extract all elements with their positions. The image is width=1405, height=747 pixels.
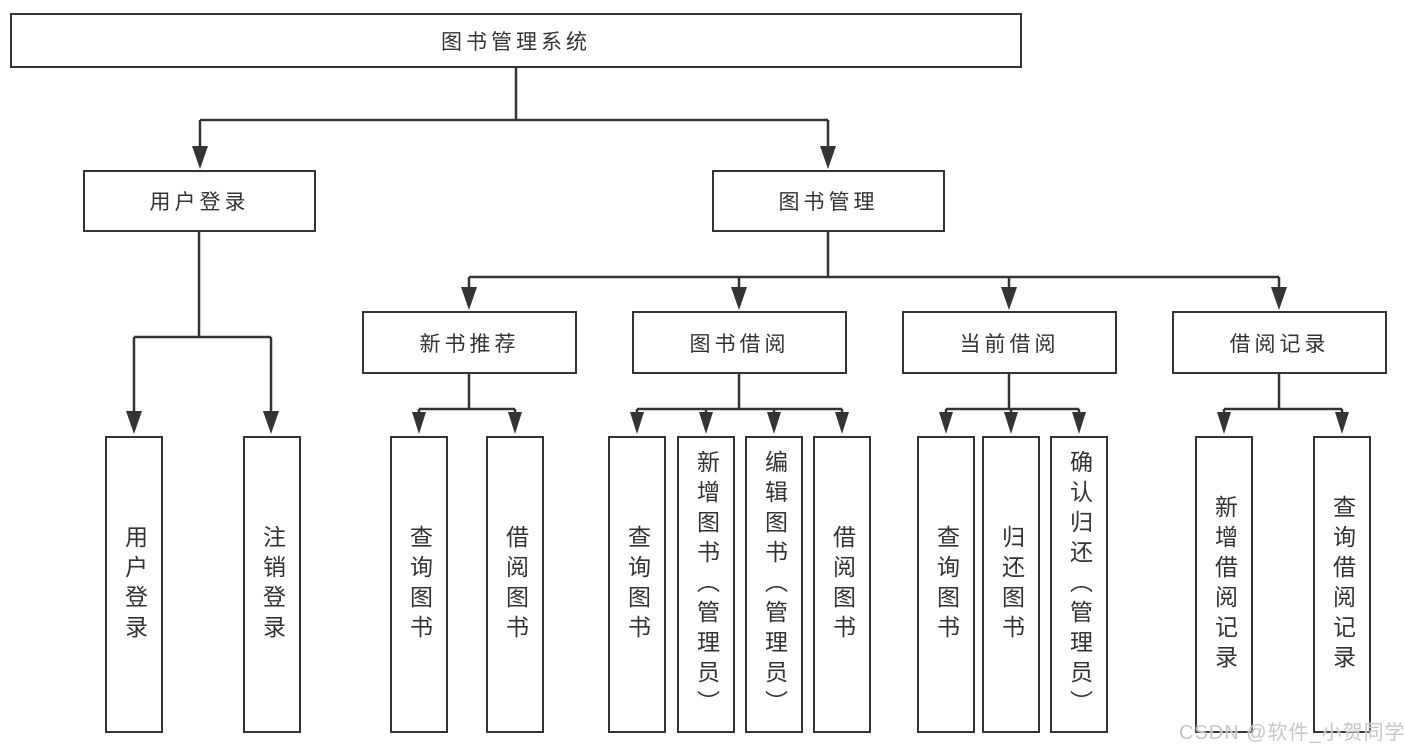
leaf-user-login: 用户登录 (105, 436, 163, 733)
leaf-borrow-books-rec: 借阅图书 (486, 436, 544, 733)
leaf-add-books-admin: 新增图书（管理员） (677, 436, 735, 733)
arrowhead (1335, 412, 1349, 434)
node-current-borrowing: 当前借阅 (902, 311, 1117, 374)
node-book-borrowing: 图书借阅 (632, 311, 847, 374)
node-user-login: 用户登录 (83, 170, 316, 232)
arrowhead (1004, 412, 1018, 434)
node-library-management-system: 图书管理系统 (10, 13, 1022, 68)
arrowhead (1072, 412, 1086, 434)
node-label: 图书管理系统 (441, 30, 591, 54)
arrowhead (192, 146, 208, 169)
arrowhead (731, 287, 747, 310)
node-new-book-recommend: 新书推荐 (362, 311, 577, 374)
arrowhead (508, 412, 522, 434)
node-label: 当前借阅 (959, 332, 1060, 356)
node-borrowing-records: 借阅记录 (1172, 311, 1387, 374)
node-label: 新书推荐 (419, 332, 520, 356)
arrowhead (767, 412, 781, 434)
leaf-return-books: 归还图书 (982, 436, 1040, 733)
leaf-logout: 注销登录 (243, 436, 301, 733)
node-label: 图书借阅 (689, 332, 790, 356)
edge-currentborrow-to-leaves (944, 374, 1081, 414)
node-book-management: 图书管理 (712, 170, 945, 232)
arrowhead (630, 412, 644, 434)
leaf-confirm-return-admin: 确认归还（管理员） (1050, 436, 1108, 733)
arrowhead (699, 412, 713, 434)
arrowhead (835, 412, 849, 434)
edge-newbookrec-to-leaves (417, 374, 517, 414)
leaf-query-books-current: 查询图书 (917, 436, 975, 733)
leaf-query-books-borrow: 查询图书 (608, 436, 666, 733)
leaf-query-borrow-record: 查询借阅记录 (1313, 436, 1371, 733)
node-label: 借阅记录 (1229, 332, 1330, 356)
edge-userlogin-to-leaves (132, 232, 273, 412)
node-label: 图书管理 (778, 191, 879, 214)
arrowhead (1217, 412, 1231, 434)
csdn-watermark: CSDN @软件_小贺同学 (1179, 722, 1405, 744)
edge-borrowrecords-to-leaves (1222, 374, 1344, 414)
arrowheads (126, 146, 1349, 434)
arrowhead (461, 287, 477, 310)
edge-bookmgmt-to-level3 (467, 232, 1281, 288)
leaf-edit-books-admin: 编辑图书（管理员） (745, 436, 803, 733)
arrowhead (1001, 287, 1017, 310)
arrowhead (1271, 287, 1287, 310)
edge-bookborrow-to-leaves (635, 374, 844, 414)
leaf-borrow-books: 借阅图书 (813, 436, 871, 733)
node-label: 用户登录 (149, 191, 250, 214)
arrowhead (126, 411, 142, 434)
arrowhead (939, 412, 953, 434)
arrowhead (820, 146, 836, 169)
arrowhead (263, 411, 279, 434)
leaf-add-borrow-record: 新增借阅记录 (1195, 436, 1253, 733)
edge-root-to-level2 (198, 68, 830, 147)
arrowhead (412, 412, 426, 434)
leaf-query-books-rec: 查询图书 (390, 436, 448, 733)
